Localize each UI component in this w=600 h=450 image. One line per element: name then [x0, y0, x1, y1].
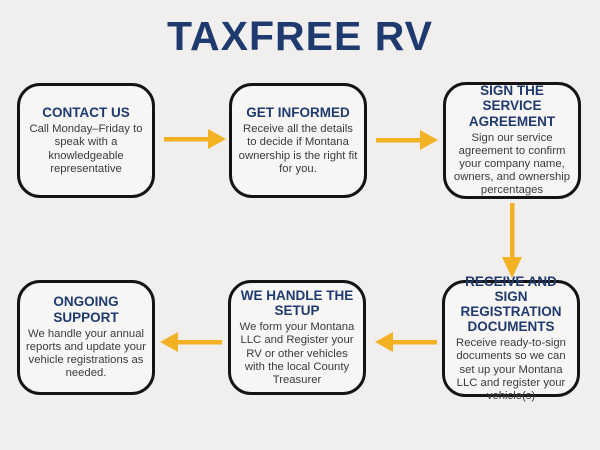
step-ongoing-support: ONGOING SUPPORT We handle your annual re…	[17, 280, 155, 395]
arrow-left-icon	[375, 332, 437, 352]
step-description: Receive all the details to decide if Mon…	[238, 123, 358, 175]
step-description: Call Monday–Friday to speak with a knowl…	[29, 123, 143, 175]
step-title: GET INFORMED	[246, 105, 350, 121]
step-title: WE HANDLE THE SETUP	[240, 287, 354, 318]
arrow-right-icon	[164, 129, 226, 149]
step-description: Receive ready-to-sign documents so we ca…	[456, 337, 566, 403]
page-title: TAXFREE RV	[167, 13, 433, 59]
step-title: SIGN THE SERVICE AGREEMENT	[468, 83, 556, 129]
arrow-down-icon	[502, 203, 522, 278]
step-title: CONTACT US	[42, 105, 130, 121]
step-get-informed: GET INFORMED Receive all the details to …	[229, 83, 367, 198]
step-description: We handle your annual reports and update…	[26, 327, 146, 380]
step-title: RECEIVE AND SIGN REGISTRATION DOCUMENTS	[460, 273, 562, 335]
step-sign-service-agreement: SIGN THE SERVICE AGREEMENT Sign our serv…	[443, 82, 581, 199]
step-description: We form your Montana LLC and Register yo…	[239, 321, 355, 386]
step-title: ONGOING SUPPORT	[53, 294, 119, 325]
arrow-right-icon	[376, 130, 438, 150]
step-contact-us: CONTACT US Call Monday–Friday to speak w…	[17, 83, 155, 198]
step-we-handle-the-setup: WE HANDLE THE SETUP We form your Montana…	[228, 280, 366, 395]
arrow-left-icon	[160, 332, 222, 352]
step-receive-sign-registration-documents: RECEIVE AND SIGN REGISTRATION DOCUMENTS …	[442, 274, 580, 402]
step-description: Sign our service agreement to confirm yo…	[453, 131, 571, 197]
